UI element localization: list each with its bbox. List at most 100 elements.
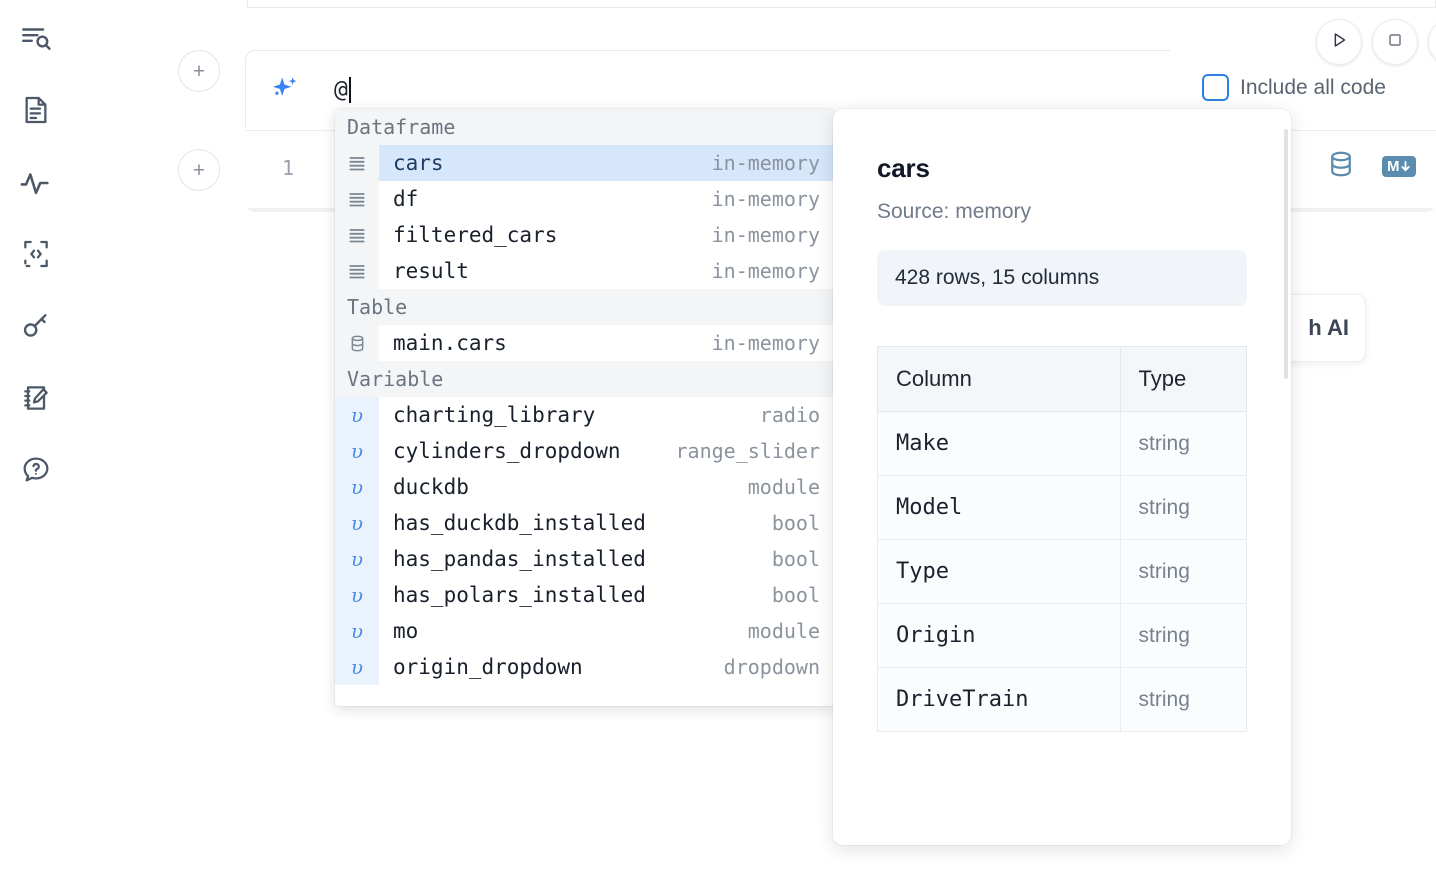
variable-icon: υ <box>335 433 379 469</box>
play-icon <box>1328 29 1350 56</box>
variable-icon: υ <box>335 397 379 433</box>
key-icon <box>20 310 52 342</box>
sidebar-item-snippets[interactable] <box>16 234 56 274</box>
sidebar-rail <box>0 0 72 874</box>
sidebar-item-help[interactable] <box>16 450 56 490</box>
dataframe-icon <box>335 145 379 181</box>
dataframe-icon <box>335 253 379 289</box>
table-header-row: Column Type <box>877 346 1248 412</box>
autocomplete-item-name: duckdb <box>393 475 469 499</box>
autocomplete-item-name: df <box>393 187 419 211</box>
include-all-code-checkbox[interactable] <box>1202 74 1229 101</box>
detail-title: cars <box>877 153 930 183</box>
stop-button[interactable] <box>1372 19 1418 65</box>
autocomplete-item-result[interactable]: result in-memory <box>335 253 834 289</box>
variable-icon: υ <box>335 577 379 613</box>
column-header-type: Type <box>1119 346 1248 412</box>
schema-column-name: Make <box>877 411 1121 476</box>
code-brackets-icon <box>20 238 52 270</box>
schema-column-type: string <box>1119 411 1248 476</box>
autocomplete-item-name: has_pandas_installed <box>393 547 646 571</box>
activity-pulse-icon <box>19 166 53 200</box>
autocomplete-group-header: Variable <box>335 361 834 397</box>
variable-icon: υ <box>335 505 379 541</box>
schema-column-type: string <box>1119 667 1248 732</box>
schema-column-name: Model <box>877 475 1121 540</box>
text-caret <box>348 77 351 103</box>
sparkles-icon <box>268 73 302 107</box>
autocomplete-item-meta: module <box>747 619 820 643</box>
more-actions-button[interactable] <box>1428 19 1436 65</box>
include-all-code-row[interactable]: Include all code <box>1202 74 1386 101</box>
scratchpad-edit-icon <box>20 382 52 414</box>
autocomplete-item-meta: module <box>747 475 820 499</box>
explore-search-icon <box>19 21 53 55</box>
autocomplete-item-name: origin_dropdown <box>393 655 583 679</box>
add-cell-button-top[interactable]: + <box>178 50 220 92</box>
schema-column-type: string <box>1119 603 1248 668</box>
dataframe-detail-panel: cars Source: memory 428 rows, 15 columns… <box>833 109 1291 845</box>
autocomplete-item-origin-dropdown[interactable]: υ origin_dropdown dropdown <box>335 649 834 685</box>
autocomplete-group-header: Dataframe <box>335 109 834 145</box>
detail-shape-badge: 428 rows, 15 columns <box>877 250 1247 306</box>
detail-source: Source: memory <box>877 200 1032 223</box>
file-text-icon <box>20 94 52 126</box>
line-number: 1 <box>281 156 294 180</box>
autocomplete-item-name: main.cars <box>393 331 507 355</box>
autocomplete-item-cars[interactable]: cars in-memory <box>335 145 834 181</box>
variable-icon: υ <box>335 649 379 685</box>
generate-with-ai-label: h AI <box>1308 315 1349 340</box>
variable-icon: υ <box>335 541 379 577</box>
autocomplete-item-name: has_duckdb_installed <box>393 511 646 535</box>
autocomplete-item-name: has_polars_installed <box>393 583 646 607</box>
sidebar-item-scratchpad[interactable] <box>16 378 56 418</box>
detail-scrollbar[interactable] <box>1284 129 1288 379</box>
variable-icon: υ <box>335 469 379 505</box>
ai-prompt-input[interactable]: @ <box>334 73 351 107</box>
sidebar-item-activity[interactable] <box>16 163 56 203</box>
add-cell-button-bottom[interactable]: + <box>178 149 220 191</box>
markdown-label: M <box>1387 158 1400 175</box>
markdown-icon[interactable]: M <box>1382 156 1416 177</box>
autocomplete-item-has-polars-installed[interactable]: υ has_polars_installed bool <box>335 577 834 613</box>
autocomplete-item-name: mo <box>393 619 419 643</box>
autocomplete-item-name: cars <box>393 151 444 175</box>
database-icon[interactable] <box>1326 149 1356 184</box>
schema-column-type: string <box>1119 539 1248 604</box>
autocomplete-item-name: charting_library <box>393 403 596 427</box>
table-db-icon <box>335 325 379 361</box>
schema-column-type: string <box>1119 475 1248 540</box>
sidebar-item-notebook[interactable] <box>16 90 56 130</box>
autocomplete-item-meta: in-memory <box>711 151 820 175</box>
autocomplete-item-name: cylinders_dropdown <box>393 439 621 463</box>
sidebar-item-explore-search[interactable] <box>16 18 56 58</box>
autocomplete-item-meta: in-memory <box>711 259 820 283</box>
schema-column-name: Type <box>877 539 1121 604</box>
sidebar-item-secrets[interactable] <box>16 306 56 346</box>
dataframe-icon <box>335 181 379 217</box>
autocomplete-item-meta: in-memory <box>711 331 820 355</box>
schema-column-name: DriveTrain <box>877 667 1121 732</box>
autocomplete-item-name: result <box>393 259 469 283</box>
notebook-panel-divider <box>247 7 1436 8</box>
autocomplete-item-meta: bool <box>771 583 820 607</box>
autocomplete-item-meta: dropdown <box>723 655 820 679</box>
cell-action-icons: M <box>1326 149 1416 184</box>
square-stop-icon <box>1385 30 1405 55</box>
autocomplete-item-main-cars[interactable]: main.cars in-memory <box>335 325 834 361</box>
run-button[interactable] <box>1316 19 1362 65</box>
